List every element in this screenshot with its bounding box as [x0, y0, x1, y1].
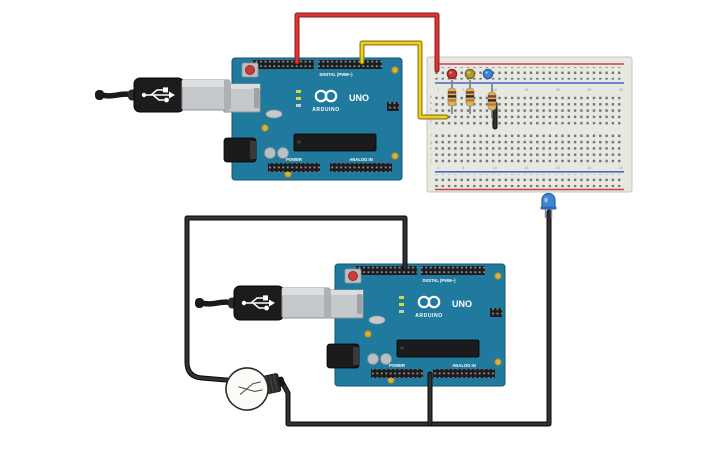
breadboard-row-label: b — [430, 101, 432, 105]
breadboard-row-label: i — [431, 153, 432, 157]
breadboard-bank-top — [435, 93, 624, 125]
breadboard-column-label: 30 — [619, 166, 623, 170]
breadboard-row-label: c — [430, 107, 432, 111]
led-blue[interactable] — [540, 192, 557, 219]
wire-black-left-loop[interactable] — [184, 215, 408, 385]
wire-yellow[interactable] — [359, 40, 449, 120]
breadboard-led-blue-small[interactable] — [482, 68, 494, 80]
breadboard-rail-holes-bottom — [435, 174, 624, 188]
breadboard-bank-bottom — [435, 132, 624, 164]
wire-black-right-loop[interactable] — [279, 209, 552, 427]
breadboard-row-label: h — [430, 147, 432, 151]
light-bulb[interactable] — [222, 361, 288, 414]
bulb-filament — [238, 381, 263, 395]
breadboard-column-label: 10 — [493, 166, 497, 170]
breadboard-column-label: 25 — [587, 166, 591, 170]
breadboard-column-label: 1 — [437, 88, 439, 92]
breadboard-column-label: 5 — [462, 88, 464, 92]
led-body — [541, 192, 556, 209]
breadboard-column-label: 10 — [493, 88, 497, 92]
arduino-uno-1[interactable] — [222, 56, 404, 182]
breadboard-row-label: f — [431, 134, 432, 138]
breadboard-row-label: g — [430, 140, 432, 144]
breadboard-column-label: 1 — [437, 166, 439, 170]
arduino-uno-2[interactable] — [325, 262, 507, 388]
wire-red-core — [295, 13, 439, 72]
led-flange — [540, 206, 557, 210]
wire-red[interactable] — [294, 12, 440, 73]
breadboard-column-label: 20 — [556, 88, 560, 92]
breadboard-row-label: a — [430, 95, 432, 99]
breadboard-column-label: 5 — [462, 166, 464, 170]
breadboard-row-label: e — [430, 120, 432, 124]
breadboard-column-label: 20 — [556, 166, 560, 170]
breadboard[interactable]: 1 5 10 15 20 25 30 a b c d e f g h i j 1… — [426, 56, 633, 193]
breadboard-row-label: j — [430, 159, 432, 163]
bulb-tip — [277, 376, 285, 387]
breadboard-led-red[interactable] — [446, 68, 458, 80]
breadboard-rail-holes-top — [435, 67, 624, 80]
breadboard-column-label: 30 — [619, 88, 623, 92]
breadboard-column-label: 15 — [524, 88, 528, 92]
wire-yellow-core — [360, 41, 448, 119]
breadboard-column-label: 15 — [524, 166, 528, 170]
breadboard-column-label: 25 — [587, 88, 591, 92]
breadboard-led-yellow[interactable] — [464, 68, 476, 80]
